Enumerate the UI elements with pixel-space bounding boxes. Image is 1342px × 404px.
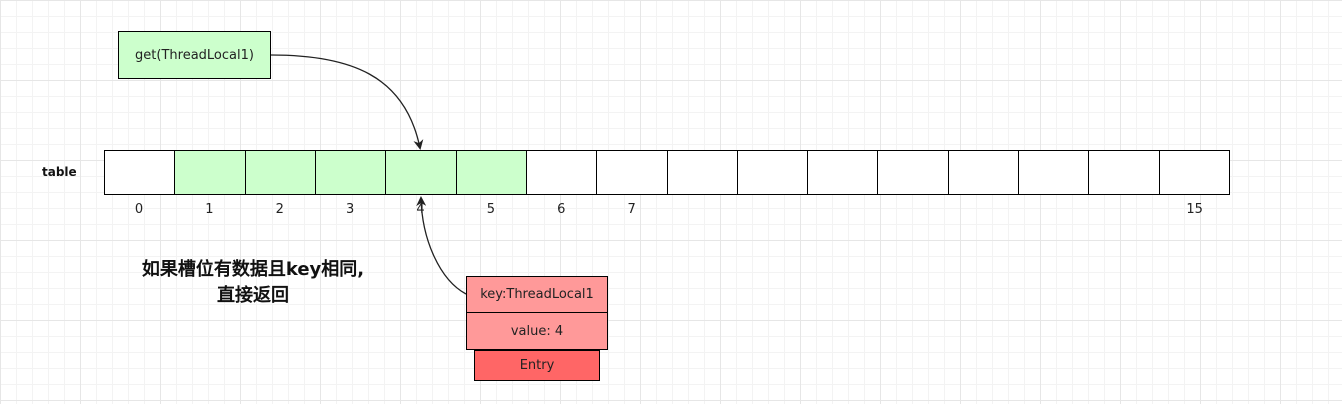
table-cell-14[interactable] [1089, 150, 1160, 195]
table-cell-4[interactable] [386, 150, 457, 195]
table-cell-7[interactable] [597, 150, 668, 195]
table-index-2: 2 [275, 202, 284, 217]
note-line-2: 直接返回 [217, 285, 289, 306]
table-cell-11[interactable] [878, 150, 949, 195]
table-cell-13[interactable] [1019, 150, 1090, 195]
entry-value-label: value: 4 [510, 323, 564, 339]
entry-label: Entry [519, 358, 555, 373]
table-index-6: 6 [557, 202, 566, 217]
table-cell-2[interactable] [245, 150, 316, 195]
table-index-5: 5 [486, 202, 496, 217]
table-index-15: 15 [1186, 202, 1203, 217]
table-cell-15[interactable] [1159, 150, 1230, 195]
table-cell-8[interactable] [667, 150, 738, 195]
table-label: table [42, 165, 77, 179]
table-index-7: 7 [627, 202, 636, 217]
table-index-4: 4 [416, 202, 425, 217]
arrow-entry-to-slot [416, 196, 467, 295]
table-cell-5[interactable] [456, 150, 527, 195]
get-threadlocal-label: get(ThreadLocal1) [135, 47, 254, 63]
table-index-1: 1 [205, 202, 214, 217]
table-array [104, 150, 1230, 195]
note-line-1: 如果槽位有数据且key相同, [141, 259, 365, 280]
table-cell-9[interactable] [737, 150, 809, 195]
table-cell-3[interactable] [315, 150, 387, 195]
entry-key-label: key:ThreadLocal1 [480, 287, 594, 302]
table-cell-12[interactable] [948, 150, 1020, 195]
arrow-get-to-slot [270, 54, 424, 150]
table-cell-0[interactable] [104, 150, 176, 195]
table-index-3: 3 [345, 202, 355, 217]
table-cell-1[interactable] [175, 150, 246, 195]
table-cell-6[interactable] [526, 150, 598, 195]
entry-value-field[interactable]: value: 4 [466, 312, 608, 350]
entry-node[interactable]: Entry [474, 350, 600, 381]
table-index-0: 0 [134, 202, 144, 217]
note-text: 如果槽位有数据且key相同, 直接返回 [108, 257, 398, 309]
get-threadlocal-node[interactable]: get(ThreadLocal1) [118, 31, 271, 79]
table-cell-10[interactable] [808, 150, 879, 195]
